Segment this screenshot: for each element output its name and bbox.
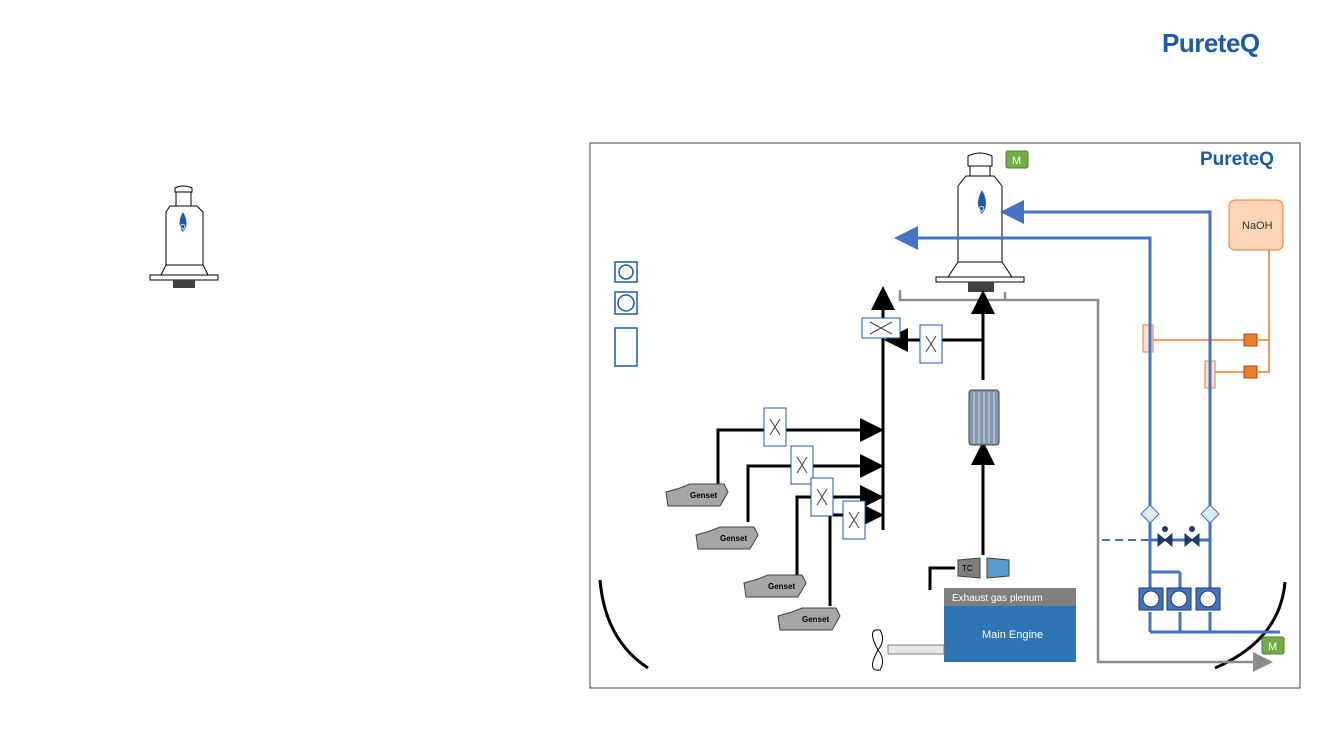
hull-left — [598, 579, 649, 670]
pump-group — [1138, 587, 1221, 611]
svg-text:M: M — [1268, 641, 1277, 653]
exhaust-lines — [716, 286, 995, 606]
motor-bottom: M — [1261, 636, 1285, 655]
propeller — [872, 629, 945, 671]
genset-2: Genset — [695, 526, 759, 550]
diagram-frame — [589, 142, 1301, 689]
genset-1: Genset — [665, 483, 729, 507]
svg-text:M: M — [1012, 155, 1021, 167]
genset-3: Genset — [743, 574, 807, 598]
economizer — [968, 389, 1000, 446]
turbocharger: TC — [957, 557, 1010, 579]
scrubber-large: Q — [935, 152, 1025, 292]
scrubber-large-mark: Q — [979, 206, 985, 213]
legend — [614, 261, 638, 367]
svg-text:Genset: Genset — [802, 615, 829, 624]
naoh-tank: NaOH — [1228, 199, 1284, 251]
exhaust-valve-glyphs — [769, 321, 937, 529]
dosing-pump-1 — [1243, 333, 1258, 347]
svg-text:Genset: Genset — [768, 582, 795, 591]
svg-text:Genset: Genset — [690, 491, 717, 500]
valve-2 — [1184, 526, 1200, 548]
discharge-line — [898, 290, 1273, 672]
filter-1 — [1140, 504, 1160, 524]
svg-text:Genset: Genset — [720, 534, 747, 543]
mixer-1 — [1142, 324, 1154, 353]
filter-2 — [1200, 504, 1220, 524]
scrubber-small: Q — [149, 185, 219, 288]
water-lines — [894, 200, 1280, 634]
valve-1 — [1157, 526, 1173, 548]
genset-4: Genset — [777, 607, 841, 631]
exhaust-plenum-label: Exhaust gas plenum — [952, 593, 1043, 604]
pureteq-logo: PureteQ — [1162, 28, 1260, 58]
dosing-pump-2 — [1243, 365, 1258, 379]
pureteq-logo-inner: PureteQ — [1200, 149, 1274, 170]
svg-text:NaOH: NaOH — [1242, 220, 1273, 232]
motor-top: M — [1005, 150, 1029, 169]
main-engine-label: Main Engine — [982, 629, 1043, 641]
hull-right — [1214, 581, 1287, 670]
main-engine: Exhaust gas plenum Main Engine — [944, 588, 1076, 662]
svg-text:TC: TC — [962, 564, 973, 573]
dosing-lines — [1152, 250, 1270, 373]
scrubber-small-mark: Q — [180, 224, 186, 231]
